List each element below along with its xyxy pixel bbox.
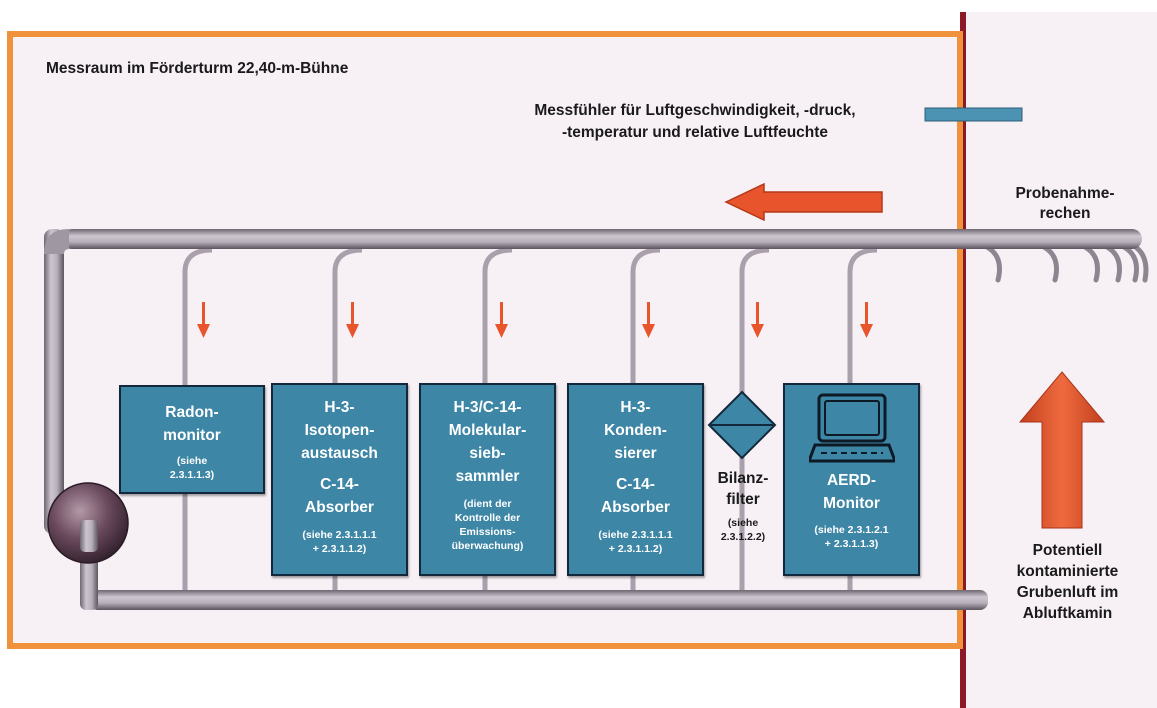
box-note: (dient der (463, 498, 512, 510)
sensor-label-line: Messfühler für Luftgeschwindigkeit, -dru… (534, 102, 856, 119)
filter-ref: (siehe (727, 517, 759, 529)
filter-diamond-icon (707, 390, 777, 460)
box-title-line: AERD- (826, 472, 877, 489)
molecular-sieve-sampler-box: H-3/C-14- Molekular- sieb- sammler (dien… (419, 383, 556, 576)
radon-title-line: Radon- (165, 404, 219, 421)
exhaust-line: Potentiell (1032, 542, 1103, 559)
exhaust-shaft (962, 12, 1157, 708)
branch-pipe (630, 247, 661, 600)
branch-pipe (482, 247, 513, 600)
flow-arrow-left (724, 182, 883, 222)
box-title-line: Molekular- (448, 422, 527, 439)
probe-rake-label: Probenahme- rechen (985, 184, 1145, 224)
h3-isotope-exchange-box: H-3- Isotopen- austausch C-14- Absorber … (271, 383, 408, 576)
flow-arrow-down (346, 302, 359, 338)
radon-ref: (siehe (176, 455, 208, 467)
left-pipe (44, 229, 64, 534)
top-pipe (62, 229, 1142, 249)
box-title-line: Monitor (823, 495, 880, 512)
radon-title-line: monitor (163, 427, 221, 444)
box-title-line: Absorber (601, 499, 670, 516)
box-title-line: H-3/C-14- (453, 399, 522, 416)
box-note: Kontrolle der (454, 512, 521, 524)
filter-ref: 2.3.1.2.2) (720, 531, 766, 543)
box-ref: (siehe 2.3.1.1.1 (302, 529, 377, 541)
branch-pipe (182, 247, 213, 600)
exhaust-air-label: Potentiell kontaminierte Grubenluft im A… (985, 540, 1150, 624)
flow-arrow-down (197, 302, 210, 338)
exhaust-line: Grubenluft im (1016, 584, 1119, 601)
branch-pipe (847, 247, 878, 600)
sensor-bar (924, 107, 1023, 122)
flow-arrow-down (751, 302, 764, 338)
box-title-line: sierer (614, 445, 657, 462)
box-ref: + 2.3.1.1.2) (608, 543, 663, 555)
sensor-label: Messfühler für Luftgeschwindigkeit, -dru… (470, 100, 920, 144)
filter-title-line: Bilanz- (717, 470, 769, 487)
box-note: überwachung) (451, 540, 524, 552)
filter-title-line: filter (726, 491, 760, 508)
box-title-line: H-3- (620, 399, 651, 416)
branch-pipes (182, 247, 878, 600)
radon-ref: 2.3.1.1.3) (169, 469, 215, 481)
radon-monitor-box: Radon- monitor (siehe 2.3.1.1.3) (119, 385, 265, 494)
branch-pipe (739, 247, 770, 600)
aerd-monitor-box: AERD- Monitor (siehe 2.3.1.2.1 + 2.3.1.1… (783, 383, 920, 576)
box-ref: (siehe 2.3.1.1.1 (598, 529, 673, 541)
room-title: Messraum im Förderturm 22,40-m-Bühne (46, 60, 349, 77)
box-ref: (siehe 2.3.1.2.1 (814, 524, 889, 536)
box-title-line: austausch (301, 445, 378, 462)
probe-rake-line: rechen (1039, 205, 1091, 222)
box-title-line: Isotopen- (304, 422, 375, 439)
branch-pipe (332, 247, 363, 600)
box-title-line: sammler (455, 468, 520, 485)
pump-stub (80, 520, 98, 552)
top-left-elbow (44, 229, 69, 254)
box-ref: + 2.3.1.1.2) (312, 543, 367, 555)
flow-arrow-down (860, 302, 873, 338)
bottom-pipe (90, 590, 988, 610)
flow-arrow-up (1018, 371, 1106, 529)
box-ref: + 2.3.1.1.3) (824, 538, 879, 550)
box-title-line: Konden- (604, 422, 667, 439)
exhaust-line: kontaminierte (1016, 563, 1119, 580)
flow-arrow-down (495, 302, 508, 338)
box-title-line: C-14- (320, 476, 359, 493)
box-title-line: H-3- (324, 399, 355, 416)
flow-arrow-down (642, 302, 655, 338)
probe-rake-line: Probenahme- (1015, 185, 1115, 202)
h3-condenser-box: H-3- Konden- sierer C-14- Absorber (sieh… (567, 383, 704, 576)
computer-monitor-icon (808, 393, 895, 463)
balance-filter-label: Bilanz- filter (siehe 2.3.1.2.2) (698, 468, 788, 544)
box-title-line: C-14- (616, 476, 655, 493)
small-arrows (197, 302, 873, 338)
box-title-line: sieb- (469, 445, 506, 462)
box-note: Emissions- (459, 526, 516, 538)
exhaust-line: Abluftkamin (1022, 605, 1113, 622)
sensor-label-line: -temperatur und relative Luftfeuchte (561, 124, 829, 141)
box-title-line: Absorber (305, 499, 374, 516)
